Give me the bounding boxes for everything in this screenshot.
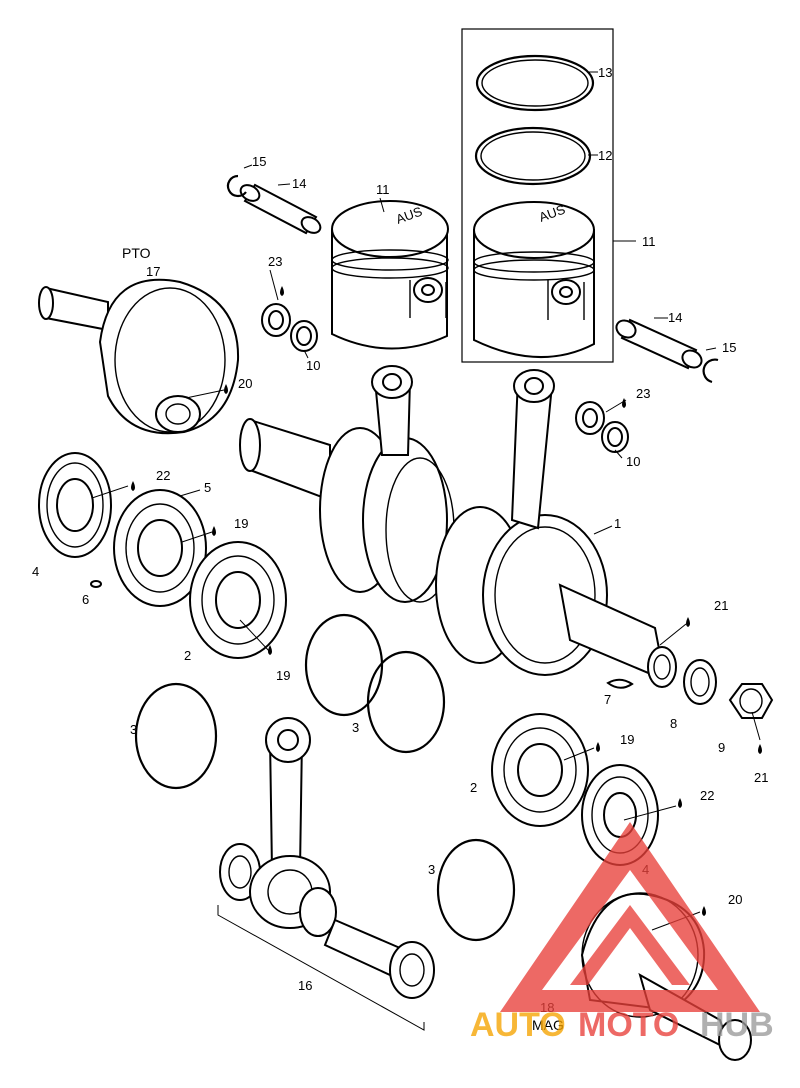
callout-10-right: 10 bbox=[626, 454, 640, 469]
leader-lines bbox=[91, 71, 761, 931]
oil-drop-icon bbox=[622, 398, 626, 408]
ball-bearing-2-right bbox=[491, 713, 589, 827]
connecting-rod-left bbox=[371, 365, 413, 456]
callout-7: 7 bbox=[604, 692, 611, 707]
callout-6: 6 bbox=[82, 592, 89, 607]
callout-12: 12 bbox=[598, 148, 612, 163]
watermark-text-moto: MOTO bbox=[578, 1006, 679, 1044]
callout-2-left: 2 bbox=[184, 648, 191, 663]
callout-15-right: 15 bbox=[722, 340, 736, 355]
o-ring-3-bottom bbox=[436, 838, 516, 942]
circlip-15-right bbox=[702, 358, 719, 384]
o-ring-3-left bbox=[134, 682, 218, 790]
piston-ring-13 bbox=[475, 54, 595, 112]
callout-11-box: 11 bbox=[642, 234, 656, 249]
callout-15-left: 15 bbox=[252, 154, 266, 169]
side-label-mag: MAG bbox=[532, 1017, 564, 1033]
oil-drop-icon bbox=[280, 286, 284, 296]
callout-20-bottom: 20 bbox=[728, 892, 742, 907]
side-label-pto: PTO bbox=[122, 245, 151, 261]
callout-14-right: 14 bbox=[668, 310, 682, 325]
oil-drop-icon bbox=[268, 645, 272, 655]
oil-drop-icon bbox=[758, 744, 762, 754]
oil-seal-4-left bbox=[38, 452, 112, 558]
piston-11-boxed bbox=[473, 201, 595, 358]
callout-1: 1 bbox=[614, 516, 621, 531]
ball-bearing-2-left bbox=[189, 541, 287, 659]
piston-kit-box bbox=[461, 28, 614, 363]
oil-drop-icon bbox=[212, 526, 216, 536]
callout-19-top: 19 bbox=[234, 516, 248, 531]
automotohub-watermark: AUTO MOTO HUB bbox=[470, 822, 774, 1044]
callout-23-left: 23 bbox=[268, 254, 282, 269]
callout-16: 16 bbox=[298, 978, 312, 993]
callout-9: 9 bbox=[718, 740, 725, 755]
callout-19-mid: 19 bbox=[276, 668, 290, 683]
crankshaft-1 bbox=[239, 418, 677, 688]
callout-21-top: 21 bbox=[714, 598, 728, 613]
thrust-washer-10-left bbox=[290, 320, 318, 352]
watermark-triangle-logo bbox=[500, 822, 760, 1012]
callout-5: 5 bbox=[204, 480, 211, 495]
callout-10-left: 10 bbox=[306, 358, 320, 373]
callout-4-left: 4 bbox=[32, 564, 39, 579]
callout-22-left: 22 bbox=[156, 468, 170, 483]
conrod-assembly-16 bbox=[217, 717, 435, 1031]
oil-drop-icon bbox=[131, 481, 135, 491]
oil-drop-icon bbox=[596, 742, 600, 752]
lock-washer-8 bbox=[683, 659, 717, 705]
piston-pin-14-left bbox=[239, 183, 322, 235]
callout-22-right: 22 bbox=[700, 788, 714, 803]
dowel-pin-6 bbox=[90, 580, 102, 588]
callout-23-right: 23 bbox=[636, 386, 650, 401]
piston-11 bbox=[331, 200, 449, 350]
oil-drop-icon bbox=[686, 617, 690, 627]
oil-drop-icon bbox=[678, 798, 682, 808]
roller-bearing-5 bbox=[113, 489, 207, 607]
callout-11: 11 bbox=[376, 182, 390, 197]
callout-13: 13 bbox=[598, 65, 612, 80]
circlip-15-left bbox=[226, 174, 247, 198]
lubrication-drops bbox=[131, 286, 762, 916]
thrust-washer-10-right bbox=[601, 421, 629, 453]
o-ring-3-mid-b bbox=[366, 650, 446, 754]
callout-2-right: 2 bbox=[470, 780, 477, 795]
oil-drop-icon bbox=[224, 384, 228, 394]
piston-ring-12 bbox=[474, 126, 592, 186]
watermark-text-hub: HUB bbox=[700, 1006, 774, 1044]
callout-3-mid: 3 bbox=[352, 720, 359, 735]
oil-drop-icon bbox=[702, 906, 706, 916]
connecting-rod-right bbox=[510, 369, 555, 530]
callout-19-right: 19 bbox=[620, 732, 634, 747]
piston-pin-14-right bbox=[615, 318, 703, 370]
callout-21-bottom: 21 bbox=[754, 770, 768, 785]
watermark-text-auto: AUTO bbox=[470, 1006, 566, 1044]
nut-9 bbox=[728, 683, 774, 719]
pto-crank-half-17 bbox=[38, 278, 240, 435]
callout-8: 8 bbox=[670, 716, 677, 731]
needle-bearing-23-left bbox=[261, 303, 291, 337]
o-ring-3-mid-a bbox=[304, 613, 384, 717]
woodruff-key-7 bbox=[606, 678, 634, 689]
callout-20-top: 20 bbox=[238, 376, 252, 391]
watermark-triangle-inner bbox=[570, 905, 690, 985]
callout-3-left: 3 bbox=[130, 722, 137, 737]
callout-17: 17 bbox=[146, 264, 160, 279]
callout-14-left: 14 bbox=[292, 176, 306, 191]
needle-bearing-23-right bbox=[575, 401, 605, 435]
callout-3-bottom: 3 bbox=[428, 862, 435, 877]
